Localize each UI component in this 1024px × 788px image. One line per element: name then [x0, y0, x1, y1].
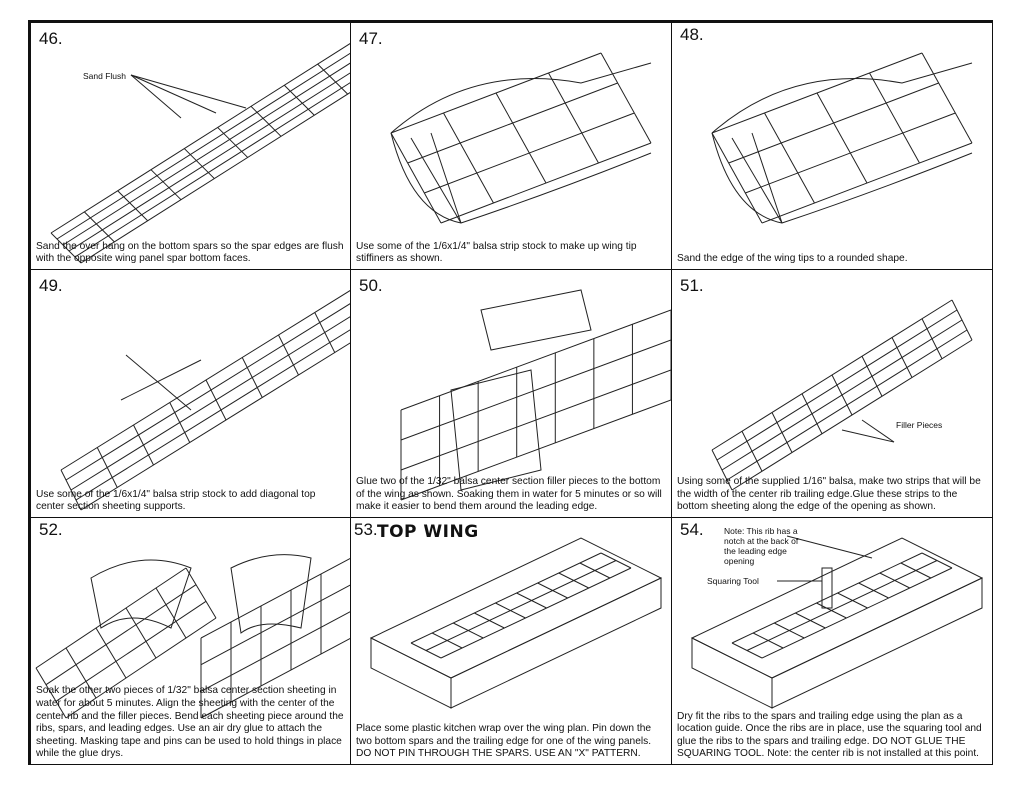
step-52-panel: 52. Soak the other two pieces of 1/32" b…: [30, 517, 351, 765]
step-caption: Use some of the 1/6x1/4" balsa strip sto…: [36, 488, 316, 513]
step-54-panel: 54. Note: This rib has a notch at the ba…: [671, 517, 993, 765]
building-board-illustration: [369, 537, 663, 709]
step-number: 46.: [39, 29, 63, 48]
callout-rib-notch: Note: This rib has a notch at the back o…: [724, 526, 799, 566]
center-section-illustration: [60, 290, 350, 511]
wing-tip-illustration: [711, 52, 973, 224]
section-title: TOP WING: [377, 522, 479, 542]
step-number: 49.: [39, 276, 63, 295]
step-caption: Soak the other two pieces of 1/32" balsa…: [36, 685, 344, 760]
step-number: 51.: [680, 276, 704, 295]
step-53-panel: 53. TOP WING Place some plastic kitchen …: [350, 517, 672, 765]
step-number: 52.: [39, 520, 63, 539]
sheeting-illustration: [35, 554, 350, 719]
callout-sand-flush: Sand Flush: [83, 71, 126, 81]
step-47-panel: 47. Use some of the 1/6x1/4" balsa strip…: [350, 22, 672, 270]
callout-filler-pieces: Filler Pieces: [896, 420, 943, 430]
filler-strips-illustration: [711, 299, 973, 491]
step-caption: Glue two of the 1/32" balsa center secti…: [356, 476, 662, 513]
step-48-panel: 48. Sand the edge of the wing tips to a …: [671, 22, 993, 270]
step-number: 54.: [680, 520, 704, 539]
wing-tip-illustration: [390, 52, 652, 224]
step-number: 50.: [359, 276, 383, 295]
step-46-panel: 46. Sand Flush Sand the over hang on the…: [30, 22, 351, 270]
step-number: 53.: [354, 520, 378, 539]
step-50-panel: 50. Glue two of the 1/32" balsa center s…: [350, 269, 672, 518]
step-caption: Using some of the supplied 1/16" balsa, …: [677, 476, 981, 513]
step-caption: Use some of the 1/6x1/4" balsa strip sto…: [356, 240, 637, 265]
wing-spar-illustration: [50, 43, 350, 264]
filler-pieces-illustration: [400, 289, 671, 501]
step-caption: Dry fit the ribs to the spars and traili…: [677, 710, 982, 760]
step-49-panel: 49. Use some of the 1/6x1/4" balsa strip…: [30, 269, 351, 518]
step-number: 48.: [680, 25, 704, 44]
step-51-panel: 51. Filler Pieces Using some of the supp…: [671, 269, 993, 518]
step-caption: Sand the edge of the wing tips to a roun…: [677, 253, 908, 265]
step-caption: Place some plastic kitchen wrap over the…: [356, 723, 652, 760]
rib-fitting-illustration: [690, 535, 984, 709]
callout-squaring-tool: Squaring Tool: [707, 576, 759, 586]
step-caption: Sand the over hang on the bottom spars s…: [36, 240, 344, 265]
step-number: 47.: [359, 29, 383, 48]
instruction-sheet: 46. Sand Flush Sand the over hang on the…: [28, 20, 993, 765]
